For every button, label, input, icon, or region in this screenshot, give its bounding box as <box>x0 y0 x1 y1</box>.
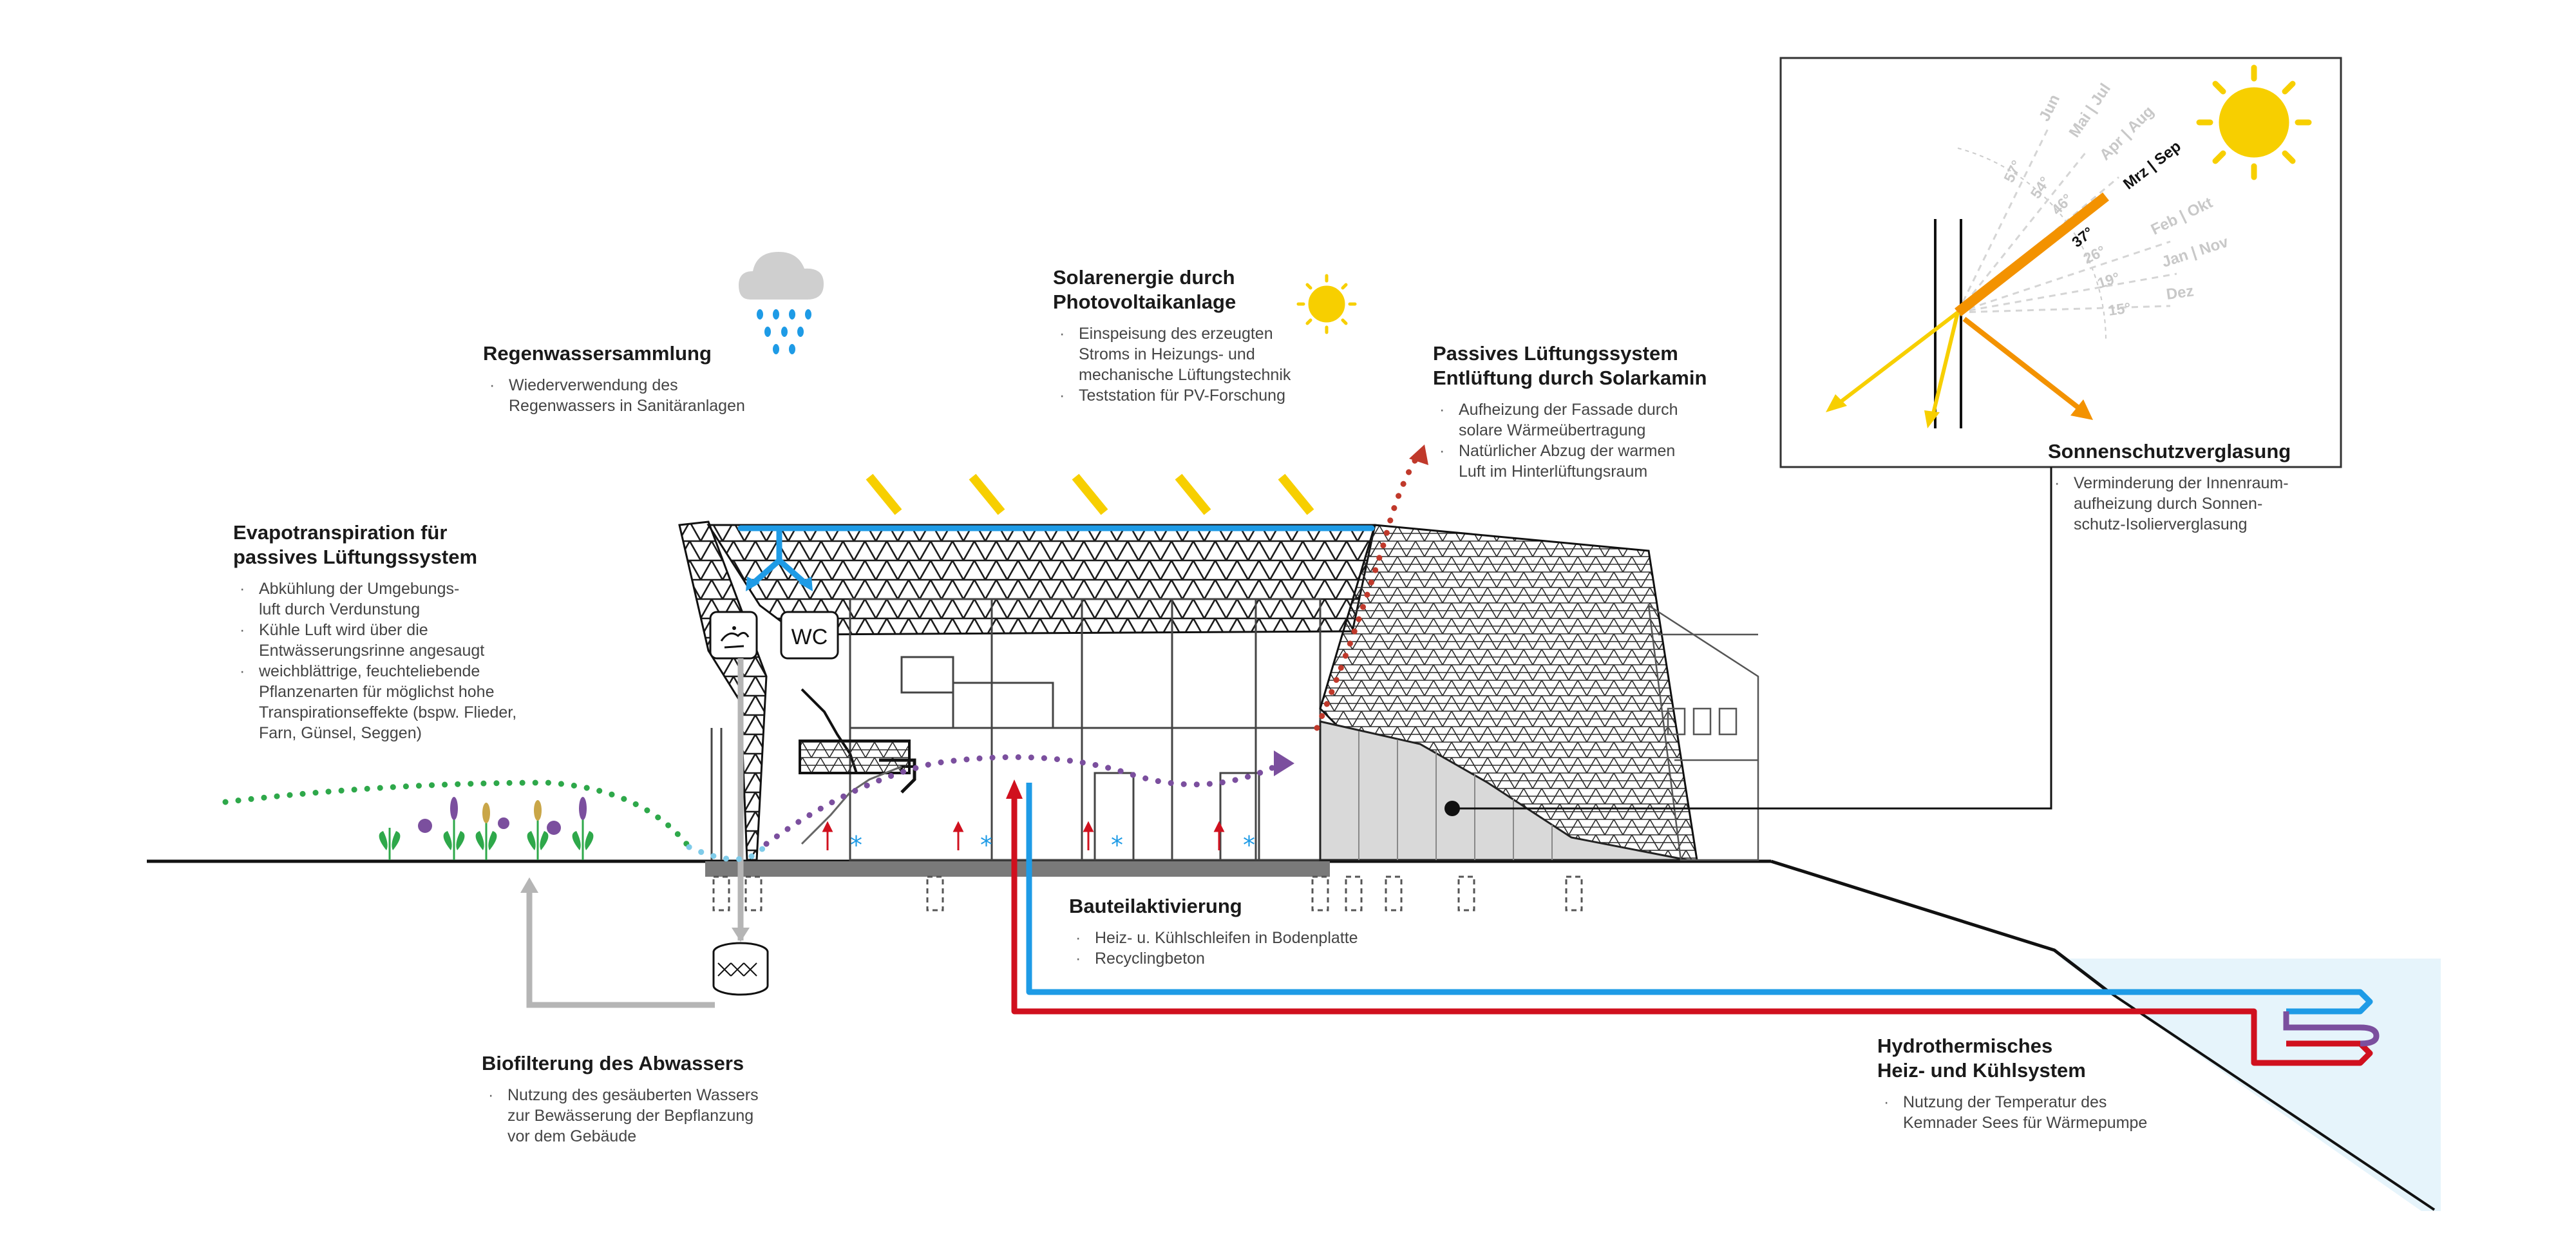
svg-text:*: * <box>1111 831 1123 859</box>
passiv-item: Natürlicher Abzug der warmen Luft im Hin… <box>1433 441 1794 482</box>
hydro-title: Hydrothermisches Heiz- und Kühlsystem <box>1877 1035 2086 1082</box>
hand-wash-icon <box>709 611 758 660</box>
bauteil-title: Bauteilaktivierung <box>1069 895 1242 917</box>
wc-label: WC <box>791 625 828 649</box>
solar-rays <box>866 473 1314 515</box>
regen-title: Regenwassersammlung <box>483 342 712 365</box>
solar-item: Einspeisung des erzeugten Stroms in Heiz… <box>1053 323 1414 385</box>
svg-text:*: * <box>850 831 862 859</box>
solar-list: Einspeisung des erzeugten Stroms in Heiz… <box>1053 323 1414 406</box>
biofilter-title: Biofilterung des Abwassers <box>482 1052 744 1074</box>
left-lattice-facade <box>678 520 768 861</box>
sonnen-list: Verminderung der Innenraum- aufheizung d… <box>2048 473 2409 535</box>
plants <box>379 797 594 860</box>
neighbor-building <box>1647 604 1759 861</box>
wc-icon: WC <box>780 611 839 660</box>
label-bauteilaktivierung: Bauteilaktivierung Heiz- u. Kühlschleife… <box>1069 894 1455 969</box>
label-sonnenschutzverglasung: Sonnenschutzverglasung Verminderung der … <box>2048 439 2409 535</box>
svg-text:*: * <box>1243 831 1255 859</box>
label-regenwasser: Regenwassersammlung Wiederverwendung des… <box>483 341 844 416</box>
irrigation-pipe <box>526 889 715 1008</box>
chimney-arrow <box>1409 444 1428 465</box>
sonnen-title: Sonnenschutzverglasung <box>2048 440 2291 463</box>
airflow-path <box>222 454 1420 863</box>
evapo-item: Abkühlung der Umgebungs- luft durch Verd… <box>233 578 632 620</box>
evapo-item: weichblättrige, feuchteliebende Pflanzen… <box>233 661 632 743</box>
evapo-list: Abkühlung der Umgebungs- luft durch Verd… <box>233 578 632 743</box>
heat-rise-arrows <box>822 821 1225 850</box>
hydro-item: Nutzung der Temperatur des Kemnader Sees… <box>1877 1092 2264 1133</box>
label-solarenergie: Solarenergie durch Photovoltaikanlage Ei… <box>1053 265 1414 406</box>
foundations <box>712 875 1583 912</box>
passiv-item: Aufheizung der Fassade durch solare Wärm… <box>1433 399 1794 441</box>
rainwater-pipe <box>737 525 1375 586</box>
sonnen-item: Verminderung der Innenraum- aufheizung d… <box>2048 473 2409 535</box>
angle-label-15: 15° <box>2107 299 2132 319</box>
staircase <box>799 688 916 845</box>
floor-slab <box>705 861 1330 877</box>
biofilter-item: Nutzung des gesäuberten Wassers zur Bewä… <box>482 1085 868 1147</box>
biofilter-list: Nutzung des gesäuberten Wassers zur Bewä… <box>482 1085 868 1147</box>
inner-panels <box>1358 731 1553 860</box>
rainwater-arrows <box>746 577 813 591</box>
sun-icon <box>1296 274 1357 334</box>
hydro-list: Nutzung der Temperatur des Kemnader Sees… <box>1877 1092 2264 1133</box>
svg-text:*: * <box>980 831 992 859</box>
solar-item: Teststation für PV-Forschung <box>1053 385 1414 406</box>
rain-cloud-icon <box>739 252 824 354</box>
biofilter-tank-icon <box>712 942 769 996</box>
building-section <box>678 520 1759 861</box>
label-passives-lueftungssystem: Passives Lüftungssystem Entlüftung durch… <box>1433 341 1794 482</box>
solar-chimney-inner <box>1319 720 1688 861</box>
passiv-list: Aufheizung der Fassade durch solare Wärm… <box>1433 399 1794 482</box>
passiv-title: Passives Lüftungssystem Entlüftung durch… <box>1433 342 1707 389</box>
bauteil-item: Heiz- u. Kühlschleifen in Bodenplatte <box>1069 928 1455 948</box>
leader-line <box>1444 467 2052 816</box>
solar-title: Solarenergie durch Photovoltaikanlage <box>1053 266 1236 313</box>
lake-water <box>2061 959 2441 1211</box>
bauteil-list: Heiz- u. Kühlschleifen in Bodenplatte Re… <box>1069 928 1455 969</box>
evapo-item: Kühle Luft wird über die Entwässerungsri… <box>233 620 632 661</box>
evapo-title: Evapotranspiration für passives Lüftungs… <box>233 521 478 568</box>
label-evapotranspiration: Evapotranspiration für passives Lüftungs… <box>233 520 632 743</box>
regen-list: Wiederverwendung des Regenwassers in San… <box>483 375 844 416</box>
regen-item: Wiederverwendung des Regenwassers in San… <box>483 375 844 416</box>
bauteil-item: Recyclingbeton <box>1069 948 1455 969</box>
slab-activation-marks: * * * * <box>850 831 1255 859</box>
sun-angle-diagram: Jun Mai | Jul Apr | Aug Mrz | Sep Feb | … <box>1779 57 2342 468</box>
heat-exchanger-coil-icon <box>2283 1011 2380 1047</box>
roof-truss <box>706 524 1376 636</box>
label-hydrothermisch: Hydrothermisches Heiz- und Kühlsystem Nu… <box>1877 1034 2264 1133</box>
month-label-dez: Dez <box>2165 282 2195 303</box>
label-biofilterung: Biofilterung des Abwassers Nutzung des g… <box>482 1051 868 1147</box>
airflow-arrow <box>1274 750 1294 776</box>
